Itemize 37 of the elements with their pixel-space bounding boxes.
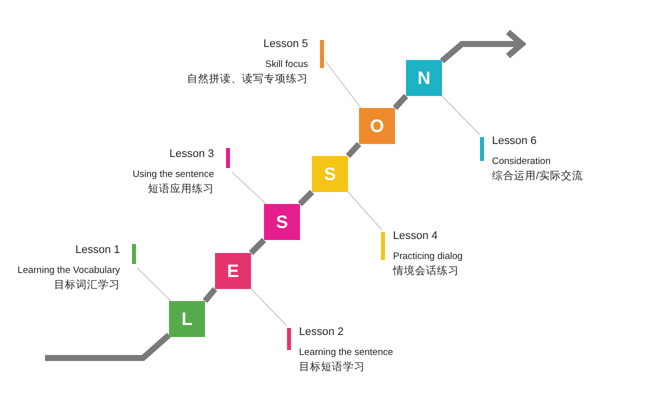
lesson-description: Using the sentence bbox=[132, 169, 214, 180]
lesson-title: Lesson 2 bbox=[299, 326, 345, 338]
lesson-title: Lesson 5 bbox=[262, 38, 308, 50]
lesson-title: Lesson 1 bbox=[74, 244, 120, 256]
leader-line bbox=[348, 192, 382, 230]
letter-tile: O bbox=[359, 108, 395, 144]
letter-tile: S bbox=[312, 156, 348, 192]
leader-line bbox=[136, 268, 172, 302]
staircase-line bbox=[298, 190, 314, 206]
lesson-title: Lesson 4 bbox=[393, 230, 439, 242]
letter-tile: L bbox=[169, 301, 205, 337]
lesson-description: 情境会话练习 bbox=[393, 264, 460, 278]
lesson-description: Learning the Vocabulary bbox=[18, 265, 120, 276]
lesson-description: Consideration bbox=[492, 156, 552, 167]
lesson-description: Practicing dialog bbox=[393, 251, 463, 262]
lesson-title: Lesson 3 bbox=[168, 148, 214, 160]
staircase-line bbox=[392, 94, 408, 110]
leader-line bbox=[442, 96, 480, 136]
leader-line bbox=[232, 172, 266, 204]
staircase-line bbox=[248, 238, 266, 256]
lesson-title: Lesson 6 bbox=[492, 135, 538, 147]
staircase-line bbox=[45, 332, 171, 361]
staircase-line bbox=[346, 142, 362, 158]
lesson-description: 目标短语学习 bbox=[299, 360, 366, 374]
lesson-description: 短语应用练习 bbox=[147, 182, 214, 196]
lesson-description: 自然拼读、读写专项练习 bbox=[187, 72, 308, 86]
letter-tile: S bbox=[264, 204, 300, 240]
lesson-description: Skill focus bbox=[264, 59, 308, 70]
letter-tile: E bbox=[215, 253, 251, 289]
lesson-description: Learning the sentence bbox=[299, 347, 394, 358]
leader-line bbox=[250, 288, 288, 326]
arrow bbox=[440, 29, 525, 64]
letter-tile: N bbox=[406, 60, 442, 96]
staircase-line bbox=[202, 287, 218, 303]
leader-line bbox=[326, 62, 362, 108]
lesson-description: 综合运用/实际交流 bbox=[492, 169, 583, 183]
lesson-description: 目标词汇学习 bbox=[53, 278, 120, 292]
